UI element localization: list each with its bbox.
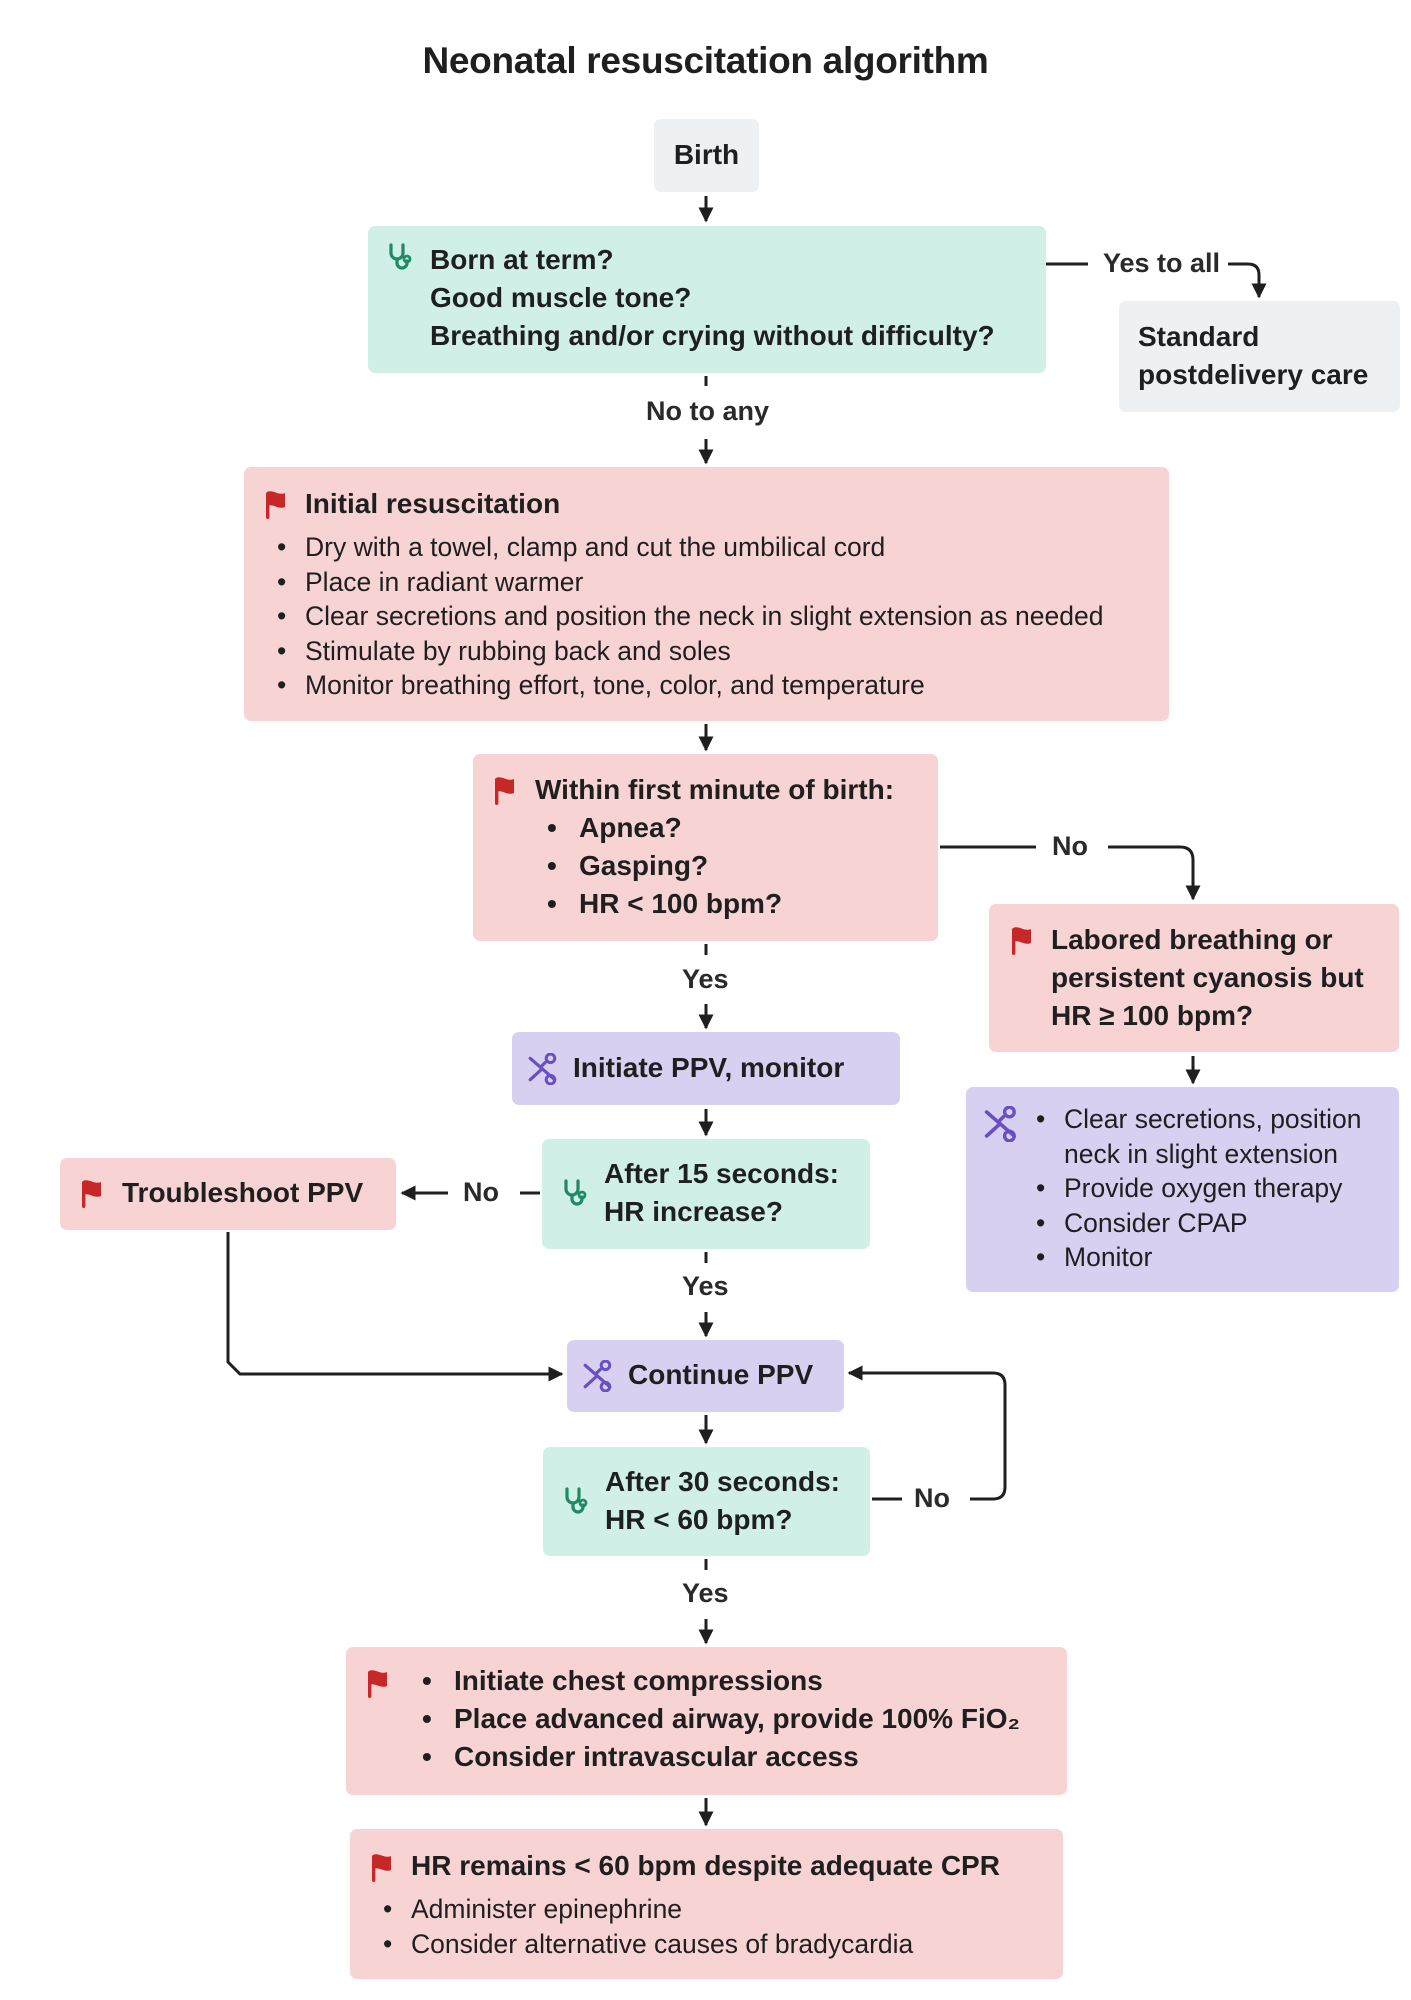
edge-label-first-minute-no: No	[1052, 831, 1088, 861]
continue-ppv-text: Continue PPV	[628, 1359, 814, 1390]
edge-label-yes-to-all: Yes to all	[1103, 248, 1221, 278]
scissors-icon	[983, 1106, 1019, 1142]
node-labored-breathing: Labored breathing or persistent cyanosis…	[989, 904, 1399, 1052]
edge-label-after15-no: No	[463, 1177, 499, 1207]
hr-remains-heading: HR remains < 60 bpm despite adequate CPR	[411, 1850, 1000, 1881]
arrow-no-to-labored	[1108, 845, 1201, 901]
list-item: Provide oxygen therapy	[1036, 1171, 1362, 1206]
first-minute-list: Apnea? Gasping? HR < 100 bpm?	[547, 809, 782, 923]
flag-icon	[264, 490, 288, 520]
edge-label-after30-no: No	[914, 1483, 950, 1513]
list-item: Monitor	[1036, 1240, 1362, 1275]
node-birth-text: Birth	[673, 139, 740, 170]
list-item: Initiate chest compressions	[422, 1662, 1020, 1700]
term-check-line-1: Born at term?	[430, 244, 614, 275]
hr-remains-list: Administer epinephrine Consider alternat…	[383, 1892, 913, 1961]
term-check-line-2: Good muscle tone?	[430, 282, 692, 313]
node-hr-remains-low: HR remains < 60 bpm despite adequate CPR…	[350, 1829, 1063, 1979]
list-item: Place in radiant warmer	[277, 565, 1103, 600]
node-first-minute: Within first minute of birth: Apnea? Gas…	[473, 754, 938, 941]
node-after-30-seconds: After 30 seconds: HR < 60 bpm?	[543, 1447, 870, 1556]
list-item: HR < 100 bpm?	[547, 885, 782, 923]
flag-icon	[1010, 926, 1034, 956]
compressions-list: Initiate chest compressions Place advanc…	[422, 1662, 1020, 1776]
arrow-no-loop-to-continue	[847, 1365, 1007, 1501]
list-item: Consider CPAP	[1036, 1206, 1362, 1241]
labored-line-2: persistent cyanosis but	[1051, 962, 1364, 993]
edge-label-first-minute-yes: Yes	[682, 964, 729, 994]
stethoscope-icon	[388, 243, 412, 273]
standard-care-line-1: Standard	[1138, 321, 1260, 352]
page-title: Neonatal resuscitation algorithm	[422, 40, 989, 81]
node-chest-compressions: Initiate chest compressions Place advanc…	[346, 1647, 1067, 1795]
node-continue-ppv: Continue PPV	[567, 1340, 844, 1412]
standard-care-line-2: postdelivery care	[1138, 359, 1369, 390]
list-item: Stimulate by rubbing back and soles	[277, 634, 1103, 669]
labored-line-3: HR ≥ 100 bpm?	[1051, 1000, 1254, 1031]
node-term-check: Born at term? Good muscle tone? Breathin…	[368, 226, 1046, 373]
node-supportive-care: Clear secretions, position neck in sligh…	[966, 1087, 1399, 1292]
scissors-icon	[527, 1053, 559, 1085]
first-minute-heading: Within first minute of birth:	[535, 774, 895, 805]
flag-icon	[493, 776, 517, 806]
list-item: Gasping?	[547, 847, 782, 885]
term-check-line-3: Breathing and/or crying without difficul…	[430, 320, 995, 351]
initial-resuscitation-list: Dry with a towel, clamp and cut the umbi…	[277, 530, 1103, 703]
initiate-ppv-text: Initiate PPV, monitor	[573, 1052, 845, 1083]
edge-label-after15-yes: Yes	[682, 1271, 729, 1301]
node-after-15-seconds: After 15 seconds: HR increase?	[542, 1139, 870, 1249]
arrow-troubleshoot-to-continue	[226, 1232, 564, 1382]
troubleshoot-text: Troubleshoot PPV	[122, 1177, 364, 1208]
labored-line-1: Labored breathing or	[1051, 924, 1333, 955]
node-troubleshoot-ppv: Troubleshoot PPV	[60, 1158, 396, 1230]
supportive-care-list: Clear secretions, position neck in sligh…	[1036, 1102, 1362, 1275]
flag-icon	[370, 1853, 394, 1883]
list-item: Clear secretions and position the neck i…	[277, 599, 1103, 634]
list-item: Administer epinephrine	[383, 1892, 913, 1927]
node-initiate-ppv: Initiate PPV, monitor	[512, 1032, 900, 1105]
list-item: Dry with a towel, clamp and cut the umbi…	[277, 530, 1103, 565]
edge-label-no-to-any: No to any	[646, 396, 770, 426]
list-item-continuation: neck in slight extension	[1064, 1138, 1338, 1169]
list-item: Consider alternative causes of bradycard…	[383, 1927, 913, 1962]
after-15-line-2: HR increase?	[604, 1196, 783, 1227]
list-item: Place advanced airway, provide 100% FiO₂	[422, 1700, 1020, 1738]
list-item: Monitor breathing effort, tone, color, a…	[277, 668, 1103, 703]
flag-icon	[80, 1179, 104, 1209]
after-30-line-1: After 30 seconds:	[605, 1466, 840, 1497]
list-item: Apnea?	[547, 809, 782, 847]
initial-resuscitation-heading: Initial resuscitation	[305, 488, 561, 519]
after-15-line-1: After 15 seconds:	[604, 1158, 839, 1189]
after-30-line-2: HR < 60 bpm?	[605, 1504, 793, 1535]
arrow-yes-to-standard	[1228, 262, 1267, 299]
flag-icon	[366, 1669, 390, 1699]
node-birth: Birth	[654, 119, 759, 192]
list-item: Consider intravascular access	[422, 1738, 1020, 1776]
list-item: Clear secretions, position	[1036, 1102, 1362, 1137]
stethoscope-icon	[564, 1487, 588, 1517]
node-standard-care: Standard postdelivery care	[1119, 301, 1400, 412]
scissors-icon	[582, 1360, 614, 1392]
edge-label-after30-yes: Yes	[682, 1578, 729, 1608]
node-initial-resuscitation: Initial resuscitation Dry with a towel, …	[244, 467, 1169, 721]
stethoscope-icon	[563, 1179, 587, 1209]
